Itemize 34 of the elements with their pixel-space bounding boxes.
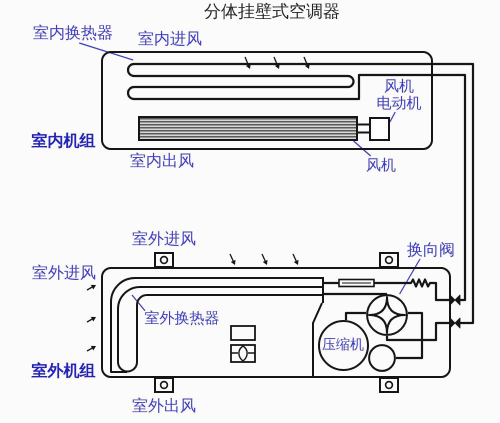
airflow-label: 室内进风: [138, 30, 202, 48]
leader-line: [389, 112, 396, 122]
airflow-label: 室外进风: [132, 230, 196, 248]
diagram-title: 分体挂壁式空调器: [204, 2, 340, 22]
leader-line: [79, 42, 134, 61]
refrigerant-pipe: [344, 312, 366, 320]
refrigerant-pipe: [324, 278, 450, 302]
airflow-label: 室外进风: [32, 264, 96, 282]
cross-flow-fan: [138, 116, 358, 140]
airflow-label: 室内出风: [130, 152, 194, 170]
drive-shaft: [357, 124, 370, 134]
airflow-label: 室外出风: [132, 397, 196, 415]
unit-label: 室内机组: [32, 130, 96, 150]
refrigerant-pipe: [324, 292, 387, 296]
refrigerant-pipe: [386, 322, 450, 342]
service-valve: [450, 295, 460, 305]
leader-line: [399, 258, 421, 294]
leader-line: [353, 140, 372, 156]
part-label: 换向阀: [407, 240, 457, 259]
heat-exchanger-coil: [108, 276, 324, 374]
leader-line: [132, 294, 146, 312]
motor-box: [368, 116, 390, 140]
accumulator-circle: [368, 344, 396, 372]
refrigerant-pipe: [396, 312, 424, 360]
unit-label: 室外机组: [32, 360, 96, 380]
part-label: 室内换热器: [33, 23, 117, 43]
part-label: 风机电动机: [376, 78, 424, 112]
refrigerant-pipe: [363, 62, 474, 324]
part-label: 风机: [366, 156, 397, 174]
refrigerant-pipe: [363, 74, 466, 302]
reversing-valve: [366, 294, 408, 336]
part-label: 室外换热器: [144, 308, 220, 326]
service-valve: [450, 318, 460, 328]
compressor-circle: 压缩机: [318, 320, 368, 370]
